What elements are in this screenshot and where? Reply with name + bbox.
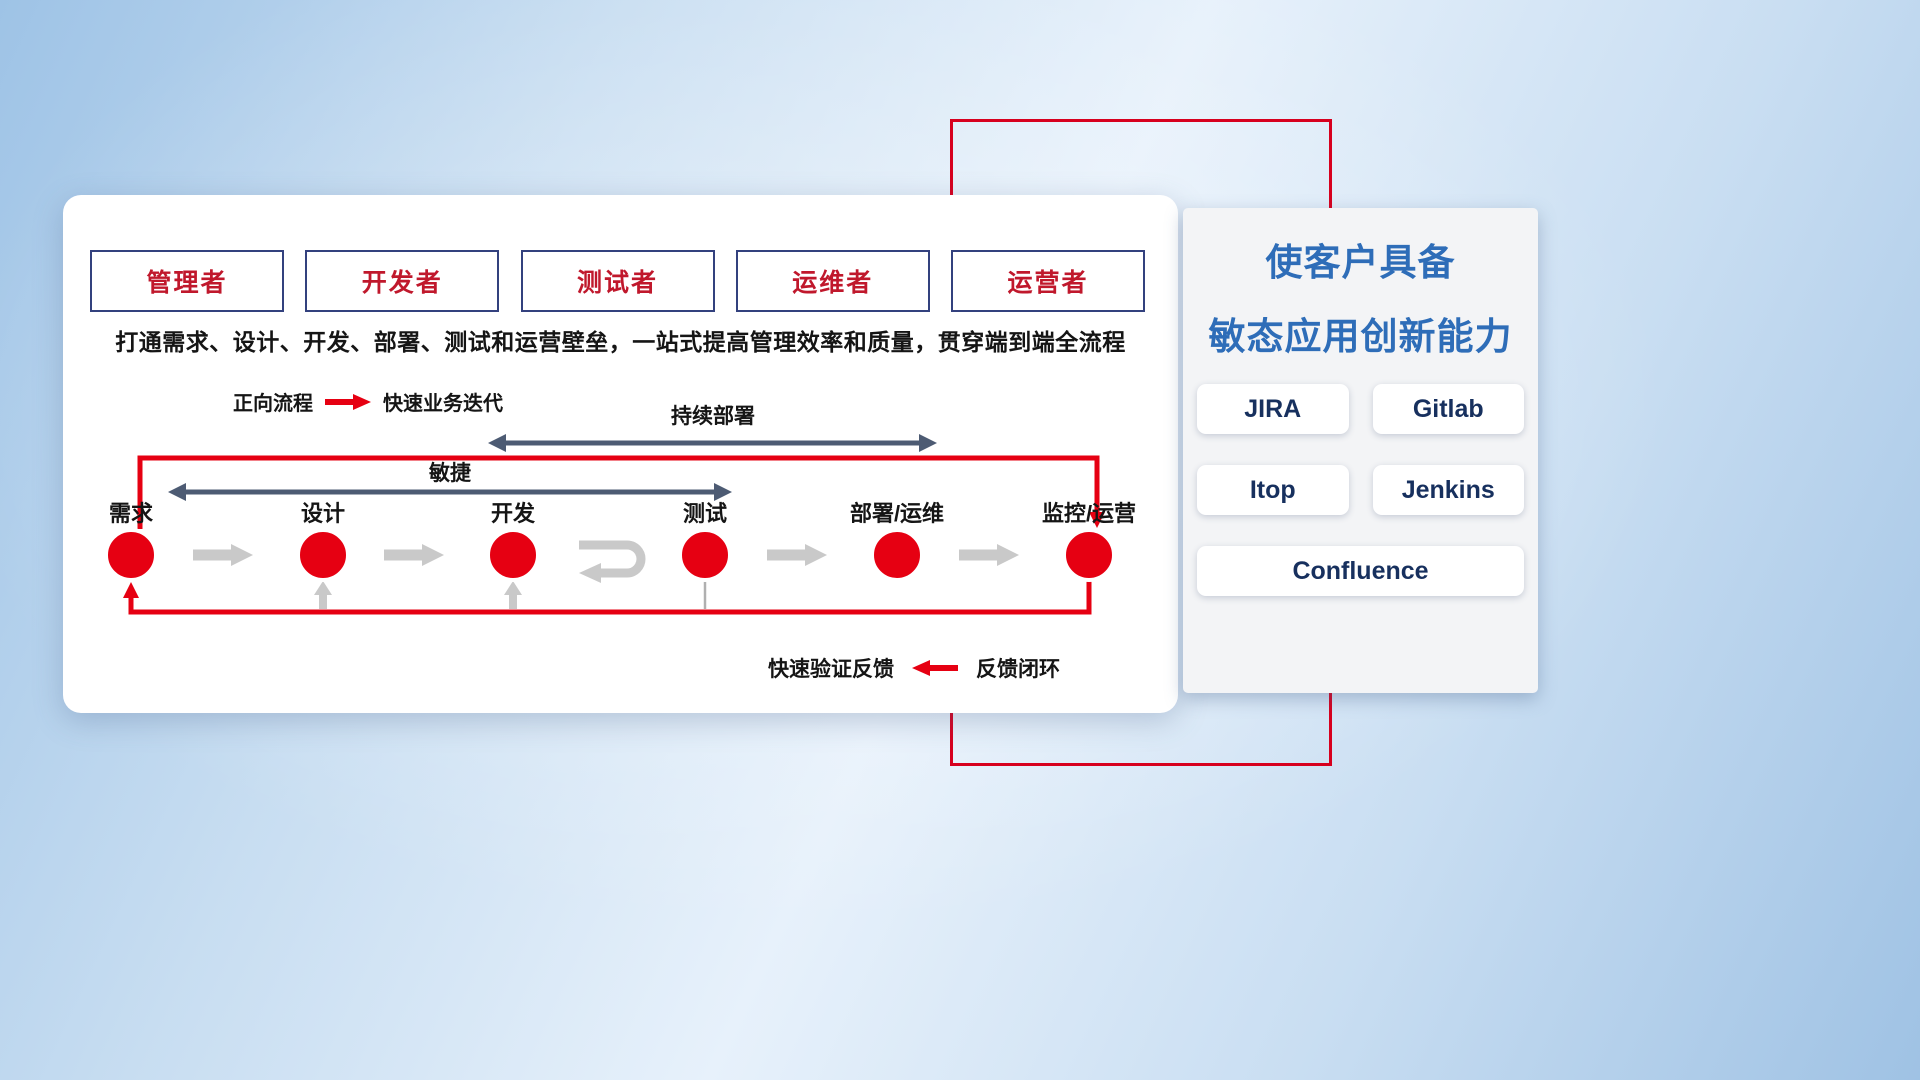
tool-chip-itop: Itop <box>1197 465 1349 515</box>
forward-legend-label: 正向流程 <box>233 393 313 415</box>
role-boxes-row: 管理者 开发者 测试者 运维者 运营者 <box>90 250 1145 312</box>
node-label-design: 设计 <box>300 501 345 526</box>
feedback-legend-label: 反馈闭环 <box>976 658 1060 681</box>
flow-diagram <box>104 434 1116 615</box>
devops-flow-card: 管理者 开发者 测试者 运维者 运营者 打通需求、设计、开发、部署、测试和运营壁… <box>63 195 1178 713</box>
continuous-deployment-arrow <box>488 434 937 452</box>
up-arrow-icon <box>504 581 522 609</box>
feedback-legend-caption: 快速验证反馈 <box>768 658 894 681</box>
node-label-requirements: 需求 <box>108 501 153 526</box>
node-label-testing: 测试 <box>682 501 727 526</box>
continuous-deployment-label: 持续部署 <box>671 405 755 428</box>
iteration-loop-arrow-icon <box>579 540 646 583</box>
process-node-circle <box>296 528 350 582</box>
node-label-deploy-ops: 部署/运维 <box>849 501 945 526</box>
role-label: 管理者 <box>146 269 228 297</box>
forward-legend-caption: 快速业务迭代 <box>383 393 503 415</box>
agile-label: 敏捷 <box>429 462 471 485</box>
role-label: 运维者 <box>792 269 874 297</box>
feedback-arrow-icon <box>912 660 958 676</box>
process-node-circle <box>104 528 158 582</box>
tool-chip-gitlab: Gitlab <box>1372 384 1524 434</box>
role-box-operator: 运营者 <box>951 250 1145 312</box>
feedback-legend: 快速验证反馈 反馈闭环 <box>768 653 1060 683</box>
panel-title-line2: 敏态应用创新能力 <box>1208 316 1513 357</box>
upward-feed-arrows <box>314 581 522 609</box>
flow-arrow-icon <box>767 544 827 566</box>
forward-arrow-icon <box>325 393 371 410</box>
panel-title-line1: 使客户具备 <box>1265 242 1456 283</box>
flow-arrow-icon <box>959 544 1019 566</box>
tool-chip-jenkins: Jenkins <box>1372 465 1524 515</box>
role-box-ops: 运维者 <box>735 250 930 312</box>
tools-grid: JIRA Gitlab Itop Jenkins Confluence <box>1197 384 1524 596</box>
flow-arrow-icon <box>384 544 444 566</box>
up-arrow-icon <box>314 581 332 609</box>
role-label: 开发者 <box>361 269 443 297</box>
role-label: 运营者 <box>1007 269 1089 297</box>
flow-arrow-icon <box>193 544 253 566</box>
process-node-circle <box>486 528 540 582</box>
agile-range-arrow <box>168 483 732 501</box>
capability-panel: 使客户具备 敏态应用创新能力 JIRA Gitlab Itop Jenkins … <box>1183 208 1538 693</box>
process-node-circle <box>870 528 924 582</box>
tool-chip-jira: JIRA <box>1197 384 1349 434</box>
red-feedback-loop <box>123 455 1105 615</box>
role-label: 测试者 <box>576 269 658 297</box>
process-node-circle <box>1062 528 1116 582</box>
panel-title: 使客户具备 敏态应用创新能力 <box>1183 208 1538 374</box>
flow-arrows <box>193 544 1019 566</box>
role-box-manager: 管理者 <box>90 250 284 312</box>
node-label-monitor-operations: 监控/运营 <box>1041 501 1137 526</box>
forward-legend: 正向流程 快速业务迭代 <box>233 387 503 416</box>
process-node-circle <box>678 528 732 582</box>
flow-description: 打通需求、设计、开发、部署、测试和运营壁垒，一站式提高管理效率和质量，贯穿端到端… <box>115 329 1126 355</box>
role-box-tester: 测试者 <box>520 250 715 312</box>
tool-chip-confluence: Confluence <box>1197 546 1524 596</box>
node-label-development: 开发 <box>490 501 535 526</box>
role-box-developer: 开发者 <box>305 250 500 312</box>
process-nodes <box>104 528 1116 582</box>
